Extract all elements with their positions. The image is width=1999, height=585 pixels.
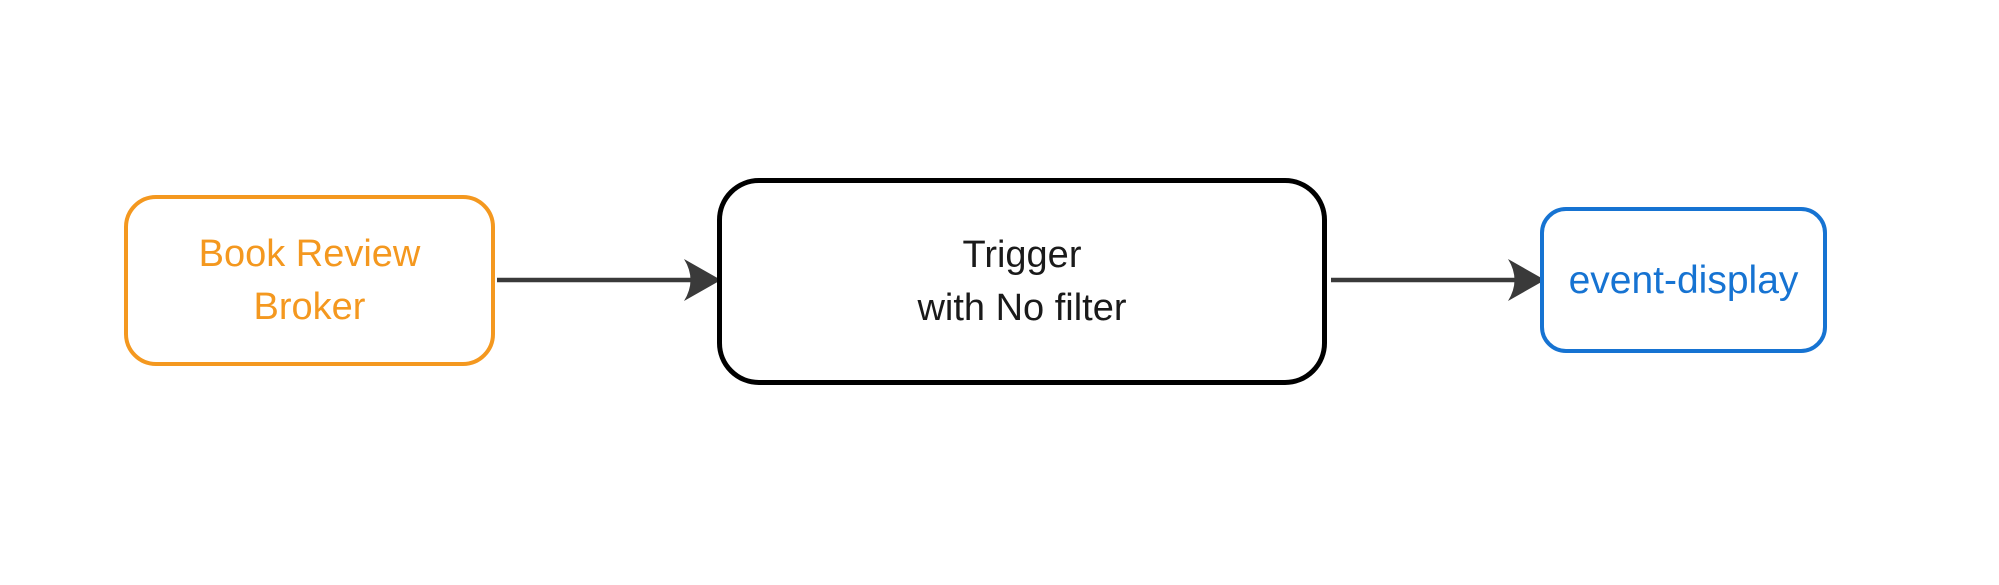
node-trigger-label-line1: Trigger [962,233,1082,276]
node-event-display: event-display [1540,207,1827,353]
arrow-right-icon [497,259,721,301]
node-trigger-label-line2: with No filter [917,286,1127,329]
arrow-right-icon [1331,259,1545,301]
node-trigger-with-no-filter: Trigger with No filter [717,178,1327,385]
node-book-review-broker: Book Review Broker [124,195,495,366]
edge-broker-to-trigger [496,252,722,308]
edge-trigger-to-event-display [1330,252,1546,308]
node-book-review-broker-label-line1: Book Review [198,232,421,275]
node-event-display-label: event-display [1568,258,1799,302]
node-book-review-broker-label-line2: Broker [253,285,366,328]
